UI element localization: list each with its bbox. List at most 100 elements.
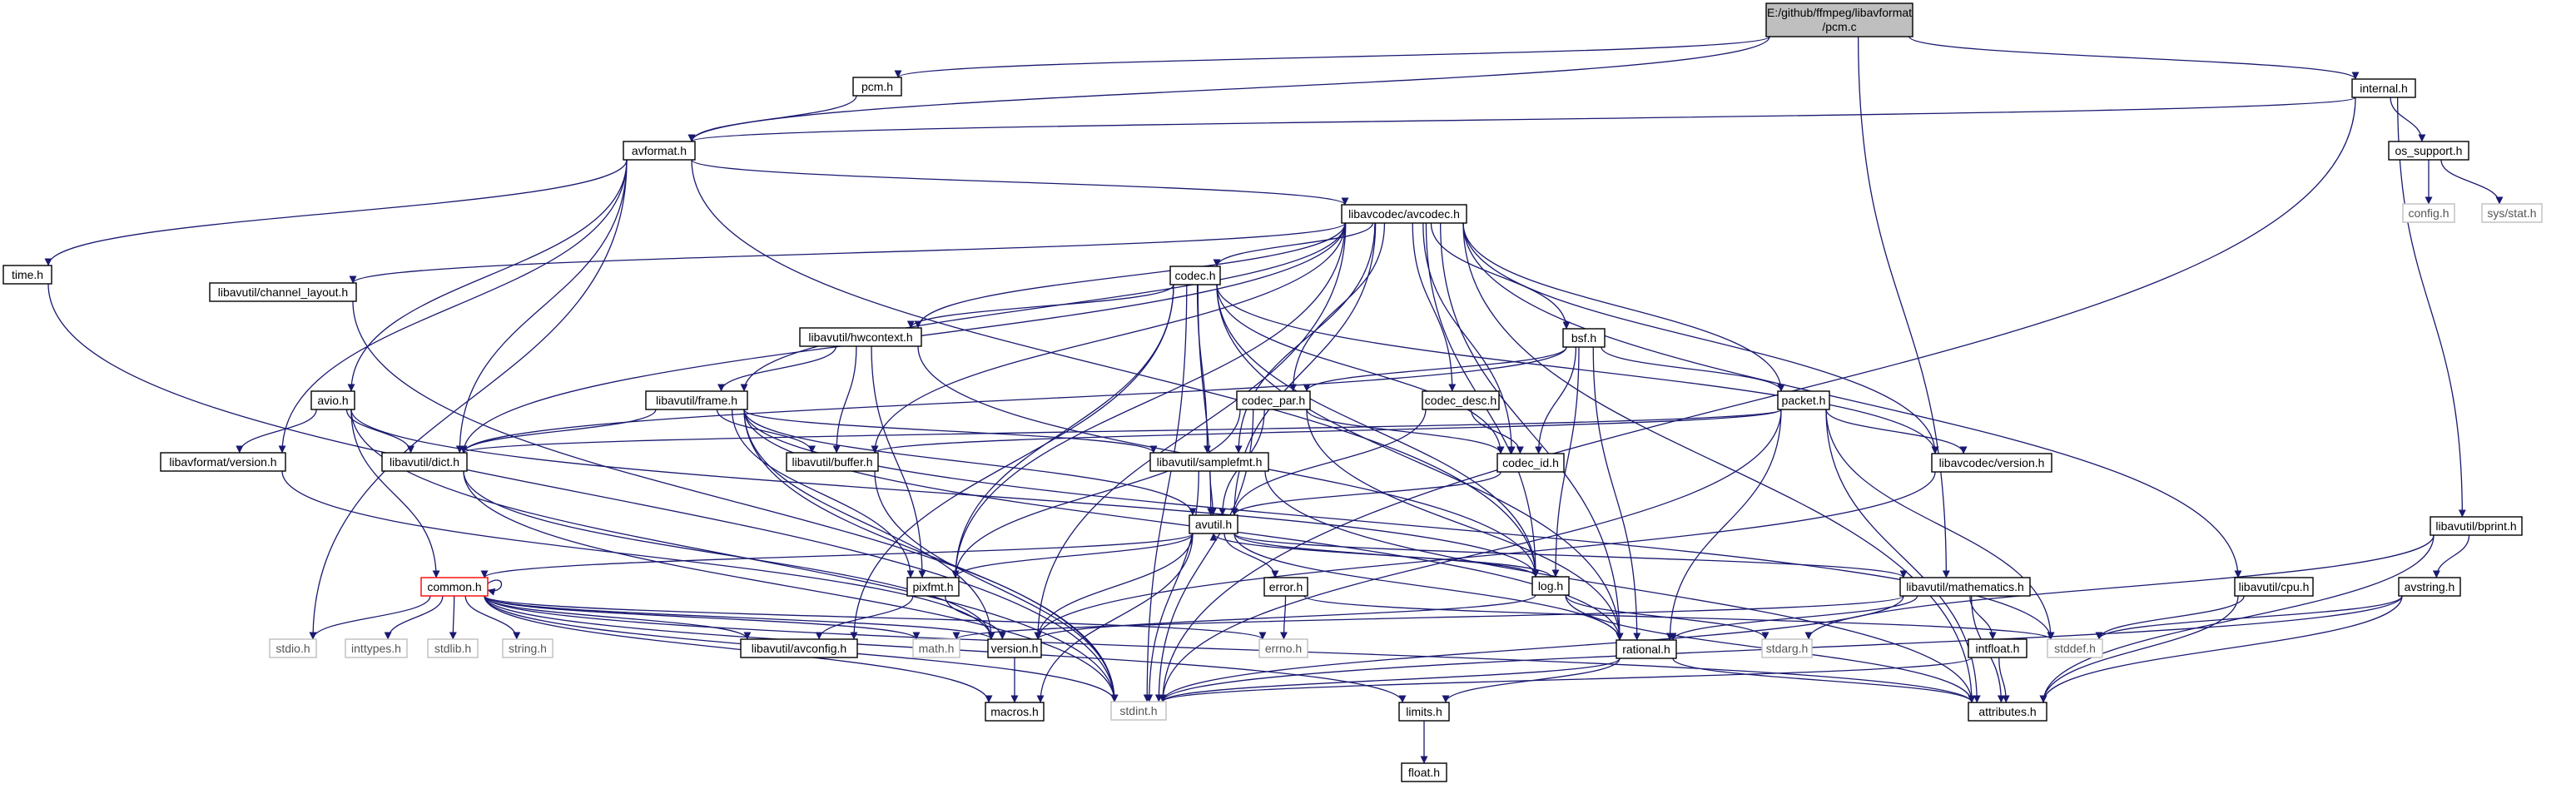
node-label: libavutil/hwcontext.h (808, 330, 912, 344)
edge-codec_h-to-libavutil_hwcontext_h (906, 284, 1174, 329)
node-libavutil-buffer-h[interactable]: libavutil/buffer.h (786, 452, 879, 472)
node-os-support-h[interactable]: os_support.h (2388, 141, 2469, 161)
node-label: stdint.h (1119, 704, 1157, 717)
edge-codec_id_h-to-avutil_h (1230, 471, 1501, 516)
node-label: libavutil/cpu.h (2239, 580, 2310, 593)
node-pcm-c[interactable]: E:/github/ffmpeg/libavformat/pcm.c (1765, 2, 1913, 37)
node-libavutil-hwcontext-h[interactable]: libavutil/hwcontext.h (799, 327, 922, 347)
node-rational-h[interactable]: rational.h (1616, 639, 1677, 659)
node-libavcodec-avcodec-h[interactable]: libavcodec/avcodec.h (1341, 204, 1467, 224)
node-box (1401, 762, 1447, 782)
node-avutil-h[interactable]: avutil.h (1189, 514, 1238, 534)
node-label: time.h (12, 268, 43, 281)
edge-libavutil_buffer_h-to-stdint_h (874, 470, 1119, 702)
node-box (852, 77, 902, 97)
node-libavutil-bprint-h[interactable]: libavutil/bprint.h (2430, 516, 2523, 536)
node-libavutil-cpu-h[interactable]: libavutil/cpu.h (2234, 577, 2314, 597)
node-label: stdarg.h (1766, 642, 1809, 655)
node-stdlib-h: stdlib.h (427, 638, 479, 658)
edge-avutil_h-to-version_h (1034, 533, 1194, 640)
node-packet-h[interactable]: packet.h (1777, 390, 1830, 410)
node-label: stddef.h (2054, 642, 2096, 655)
node-box (1968, 638, 2028, 658)
node-label: libavutil/avconfig.h (752, 642, 846, 655)
node-sys-stat-h: sys/stat.h (2481, 203, 2543, 223)
edge-packet_h-to-libavcodec_version_h (1825, 409, 1968, 454)
node-box (160, 452, 286, 472)
node-libavutil-frame-h[interactable]: libavutil/frame.h (645, 390, 748, 410)
node-avio-h[interactable]: avio.h (310, 390, 355, 410)
edge-avio_h-to-libavutil_dict_h (345, 409, 414, 454)
node-time-h[interactable]: time.h (2, 265, 52, 285)
node-float-h[interactable]: float.h (1401, 762, 1447, 782)
node-label: libavutil/samplefmt.h (1157, 455, 1263, 469)
edge-rational_h-to-attributes_h (1672, 658, 1976, 703)
node-pixfmt-h[interactable]: pixfmt.h (906, 577, 960, 597)
node-label: intfloat.h (1976, 642, 2020, 655)
node-codec-id-h[interactable]: codec_id.h (1496, 453, 1565, 473)
node-bsf-h[interactable]: bsf.h (1562, 328, 1606, 348)
node-libavformat-version-h[interactable]: libavformat/version.h (160, 452, 286, 472)
node-macros-h[interactable]: macros.h (985, 702, 1045, 722)
node-libavutil-samplefmt-h[interactable]: libavutil/samplefmt.h (1149, 452, 1269, 472)
edge-avutil_h-to-libavutil_mathematics_h (1233, 533, 1908, 578)
node-libavcodec-version-h[interactable]: libavcodec/version.h (1931, 453, 2052, 473)
node-label: libavutil/channel_layout.h (218, 285, 348, 299)
edge-libavcodec_avcodec_h-to-codec_desc_h (1412, 222, 1457, 392)
node-libavutil-mathematics-h[interactable]: libavutil/mathematics.h (1899, 577, 2031, 597)
node-intfloat-h[interactable]: intfloat.h (1968, 638, 2028, 658)
edge-common_h-to-libavutil_avconfig_h (484, 595, 752, 640)
node-label: stdlib.h (434, 642, 471, 655)
node-box (623, 141, 696, 161)
node-libavutil-dict-h[interactable]: libavutil/dict.h (381, 452, 468, 472)
node-label: avio.h (317, 394, 348, 407)
edge-libavutil_hwcontext_h-to-libavutil_buffer_h (832, 345, 857, 454)
node-avstring-h[interactable]: avstring.h (2398, 577, 2461, 597)
edge-codec_h-to-log_h (1216, 284, 1540, 578)
node-label: common.h (427, 580, 481, 593)
edge-intfloat_h-to-attributes_h (1998, 657, 2010, 703)
node-box (1496, 453, 1565, 473)
node-log-h[interactable]: log.h (1531, 576, 1570, 596)
node-common-h[interactable]: common.h (420, 577, 489, 597)
edge-common_h-to-inttypes_h (384, 595, 444, 640)
node-box (2430, 516, 2523, 536)
node-label: attributes.h (1978, 705, 2036, 718)
node-label: libavcodec/avcodec.h (1348, 207, 1460, 221)
edge-libavutil_samplefmt_h-to-attributes_h (1264, 470, 1976, 703)
edge-avformat_h-to-libavutil_dict_h (455, 159, 628, 454)
node-box (1169, 265, 1221, 285)
node-pcm-h[interactable]: pcm.h (852, 77, 902, 97)
node-stdint-h: stdint.h (1110, 701, 1167, 721)
node-box (345, 638, 408, 658)
node-stdio-h: stdio.h (269, 638, 317, 658)
node-codec-par-h[interactable]: codec_par.h (1236, 390, 1311, 410)
edge-common_h-to-macros_h (484, 595, 993, 703)
edge-pcm_c-to-internal_h (1908, 36, 2360, 80)
edge-avstring_h-to-stddef_h (2095, 595, 2403, 640)
node-internal-h[interactable]: internal.h (2351, 78, 2416, 98)
node-label: stdio.h (275, 642, 310, 655)
edge-libavcodec_avcodec_h-to-codec_h (1213, 222, 1373, 267)
node-label: string.h (509, 642, 547, 655)
node-version-h[interactable]: version.h (987, 638, 1042, 658)
edge-codec_h-to-avutil_h (1197, 284, 1215, 516)
edge-libavcodec_avcodec_h-to-packet_h (1462, 222, 1785, 392)
node-codec-h[interactable]: codec.h (1169, 265, 1221, 285)
edge-avio_h-to-common_h (350, 409, 440, 578)
edge-libavutil_hwcontext_h-to-pixfmt_h (871, 345, 926, 578)
node-attributes-h[interactable]: attributes.h (1968, 702, 2047, 722)
node-avformat-h[interactable]: avformat.h (623, 141, 696, 161)
node-codec-desc-h[interactable]: codec_desc.h (1422, 390, 1500, 410)
node-libavutil-avconfig-h[interactable]: libavutil/avconfig.h (740, 638, 858, 658)
node-error-h[interactable]: error.h (1263, 577, 1308, 597)
nodes-layer: E:/github/ffmpeg/libavformat/pcm.c pcm.h i… (2, 2, 2543, 782)
edge-libavutil_frame_h-to-libavutil_buffer_h (716, 409, 816, 454)
node-box (1562, 328, 1606, 348)
node-libavutil-channel-layout-h[interactable]: libavutil/channel_layout.h (209, 282, 357, 302)
edge-intfloat_h-to-stdint_h (1159, 657, 1973, 702)
node-limits-h[interactable]: limits.h (1398, 702, 1450, 722)
edge-libavcodec_avcodec_h-to-libavcodec_version_h (1462, 222, 1939, 454)
edge-libavutil_frame_h-to-libavutil_dict_h (459, 409, 657, 454)
edge-libavformat_version_h-to-version_h (281, 470, 995, 640)
